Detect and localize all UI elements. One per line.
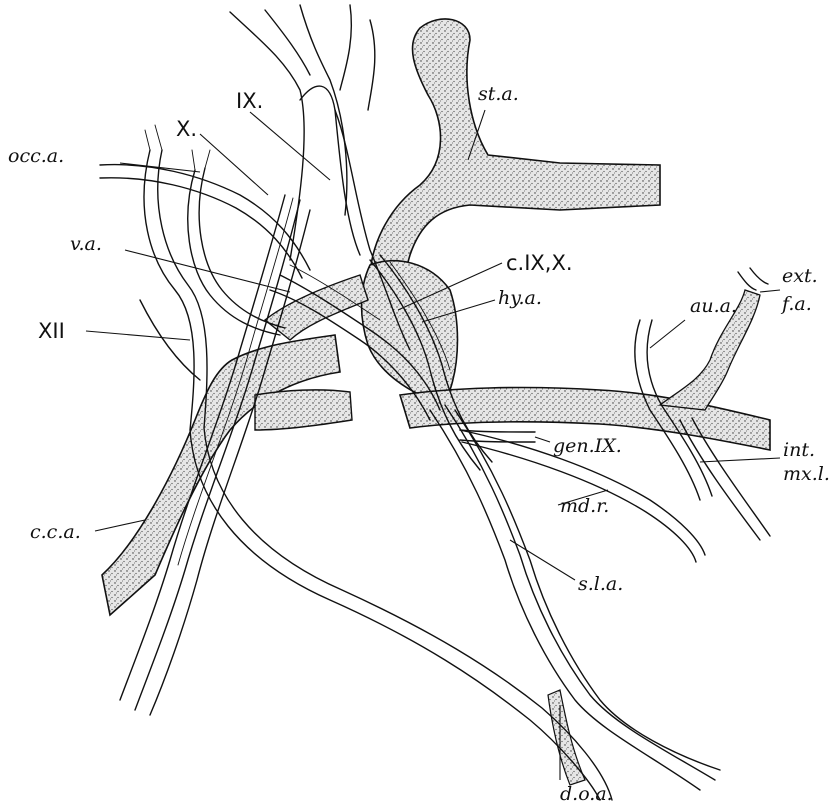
- leader-int-mxl: [700, 458, 780, 462]
- nerve-bundle-top-c: [300, 5, 347, 215]
- label-int: int.: [783, 439, 815, 461]
- external-facial-a: [738, 272, 756, 290]
- posterior-ramus-a: [140, 300, 200, 380]
- lower-ring-artery: [255, 390, 352, 430]
- label-au-a: au.a.: [690, 295, 737, 317]
- label-ix: IX.: [236, 89, 263, 113]
- label-v-a: v.a.: [70, 233, 102, 255]
- leader-ext-fa: [760, 290, 780, 292]
- occipital-artery-lower: [100, 178, 302, 278]
- nerve-bundle-top-b: [265, 10, 310, 75]
- nerve-bundle-top-d: [340, 5, 351, 90]
- label-hy-a: hy.a.: [498, 287, 542, 309]
- label-x: X.: [176, 117, 197, 141]
- common-carotid-artery: [102, 335, 340, 615]
- hypoglossal-loop-outer: [144, 150, 600, 800]
- external-facial-b: [750, 268, 768, 284]
- vagus-bundle-2: [135, 200, 300, 710]
- label-c-ix-x: c.IX,X.: [506, 251, 573, 275]
- gen-ix-branch-lower: [460, 440, 535, 442]
- label-xii: XII: [38, 319, 65, 343]
- vagus-bundle-3: [150, 210, 310, 715]
- leader-xii: [86, 331, 190, 340]
- leader-v-a: [125, 250, 290, 292]
- label-md-r: md.r.: [560, 495, 609, 517]
- leader-ix: [250, 112, 330, 180]
- leader-c-c-a: [95, 520, 145, 531]
- label-ext: ext.: [782, 265, 818, 287]
- nerve-bundle-top-e: [368, 20, 375, 110]
- gen-ix-branch-upper: [460, 430, 535, 432]
- label-c-c-a: c.c.a.: [30, 521, 81, 543]
- label-mx-l: mx.l.: [783, 463, 830, 485]
- label-gen-ix: gen.IX.: [553, 435, 622, 457]
- leader-s-l-a: [510, 540, 575, 580]
- leader-au-a: [650, 320, 685, 348]
- label-st-a: st.a.: [478, 83, 519, 105]
- central-artery-swelling: [362, 261, 458, 395]
- nerve-bundle-top-a: [230, 12, 304, 260]
- label-f-a: f.a.: [780, 293, 812, 315]
- label-occ-a: occ.a.: [8, 145, 64, 167]
- leader-x: [200, 134, 268, 195]
- label-s-l-a: s.l.a.: [578, 573, 623, 595]
- label-d-o-a: d.o.a.: [560, 783, 613, 804]
- left-ring-artery: [265, 275, 368, 340]
- hypoglossal-upper-a: [188, 170, 280, 335]
- stapedial-artery-trunk: [370, 19, 660, 290]
- leader-gen-ix: [535, 437, 550, 442]
